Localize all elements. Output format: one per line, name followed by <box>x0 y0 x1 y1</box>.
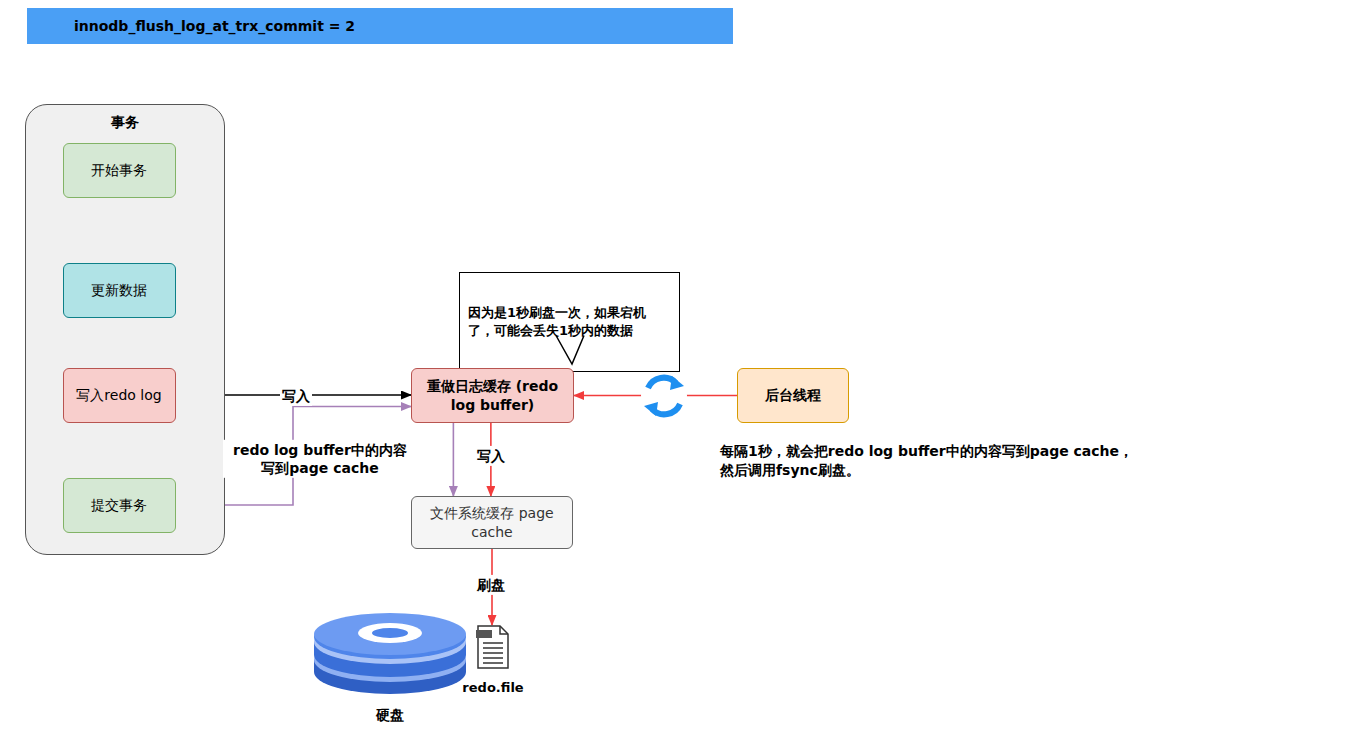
file-icon <box>476 625 510 669</box>
cache-box: 文件系统缓存 page cache <box>411 496 573 549</box>
connector <box>453 423 455 496</box>
node-text: 写入redo log <box>76 386 161 405</box>
node-text: 更新数据 <box>91 281 147 300</box>
group-heading: 事务 <box>111 113 139 132</box>
title-text: innodb_flush_log_at_trx_commit = 2 <box>74 18 355 34</box>
buffer-box: 重做日志缓存 (redo log buffer) <box>411 368 574 423</box>
transaction-group: 事务开始事务更新数据写入redo log 提交事务 <box>25 104 225 555</box>
process-box: 更新数据 <box>63 263 176 318</box>
edge-label: 刷盘 <box>475 575 507 595</box>
process-box: 写入redo log <box>63 368 176 423</box>
edge-label: redo log buffer中的内容 写到page cache <box>223 440 417 478</box>
node-text: 开始事务 <box>91 161 147 180</box>
node-text: 重做日志缓存 (redo log buffer) <box>418 377 567 415</box>
node-text: 提交事务 <box>91 496 147 515</box>
node-text: redo.file <box>462 679 523 697</box>
note-text: 每隔1秒，就会把redo log buffer中的内容写到page cache，… <box>720 442 1200 480</box>
disk-illustration <box>314 613 466 694</box>
edge-label: 写入 <box>475 446 507 466</box>
thread-box: 后台线程 <box>737 368 849 423</box>
part-label: 硬盘 <box>350 706 430 725</box>
process-box: 提交事务 <box>63 478 176 533</box>
node-text: 因为是1秒刷盘一次，如果宕机了，可能会丢失1秒内的数据 <box>468 304 671 339</box>
cycle-icon <box>641 373 687 419</box>
title-bar: innodb_flush_log_at_trx_commit = 2 <box>27 8 733 44</box>
callout-bubble: 因为是1秒刷盘一次，如果宕机了，可能会丢失1秒内的数据 <box>459 272 680 372</box>
process-box: 开始事务 <box>63 143 176 198</box>
log-file: redo.file <box>460 625 526 697</box>
callout-tail <box>554 333 594 367</box>
node-text: 文件系统缓存 page cache <box>418 504 566 542</box>
node-text: 后台线程 <box>765 386 821 405</box>
edge-label: 写入 <box>280 386 312 406</box>
